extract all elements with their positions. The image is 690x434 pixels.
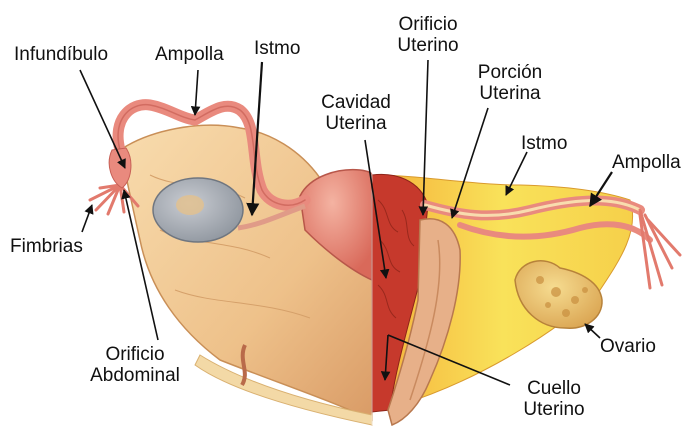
- label-orificio-uterino-line2: Uterino: [378, 35, 478, 56]
- label-cavidad-uterina-line1: Cavidad: [306, 92, 406, 113]
- label-fimbrias: Fimbrias: [10, 236, 83, 257]
- label-cavidad-uterina: Cavidad Uterina: [306, 92, 406, 134]
- label-cuello-uterino: Cuello Uterino: [504, 378, 604, 420]
- label-orificio-uterino: Orificio Uterino: [378, 14, 478, 56]
- label-orificio-uterino-line1: Orificio: [378, 14, 478, 35]
- label-orificio-abdominal-line2: Abdominal: [70, 365, 200, 386]
- label-ampolla-right: Ampolla: [612, 152, 681, 173]
- label-ampolla-left: Ampolla: [155, 44, 224, 65]
- label-istmo-left: Istmo: [254, 38, 300, 59]
- label-orificio-abdominal-line1: Orificio: [70, 344, 200, 365]
- label-orificio-abdominal: Orificio Abdominal: [70, 344, 200, 386]
- label-ovario: Ovario: [600, 336, 656, 357]
- label-porcion-uterina-line2: Uterina: [460, 83, 560, 104]
- label-cuello-uterino-line1: Cuello: [504, 378, 604, 399]
- label-istmo-right: Istmo: [521, 133, 567, 154]
- label-porcion-uterina-line1: Porción: [460, 62, 560, 83]
- label-porcion-uterina: Porción Uterina: [460, 62, 560, 104]
- label-cuello-uterino-line2: Uterino: [504, 399, 604, 420]
- label-cavidad-uterina-line2: Uterina: [306, 113, 406, 134]
- label-infundibulo: Infundíbulo: [14, 44, 108, 65]
